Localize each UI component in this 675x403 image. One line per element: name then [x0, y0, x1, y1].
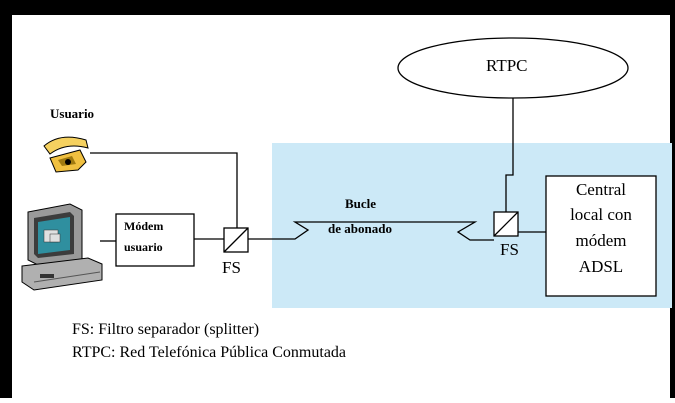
central-line4: ADSL	[578, 257, 624, 276]
rtpc-label: RTPC	[486, 56, 528, 75]
bucle-label-line2: de abonado	[328, 221, 392, 236]
legend-fs: FS: Filtro separador (splitter)	[72, 321, 260, 338]
central-box	[545, 175, 657, 297]
modem-usuario-box	[115, 213, 195, 267]
modem-usuario-line1: Módem	[124, 219, 164, 233]
usuario-label: Usuario	[50, 106, 95, 121]
phone-line	[90, 152, 238, 228]
central-line2: local con	[570, 205, 632, 224]
computer-icon	[21, 203, 103, 291]
splitter-left-icon	[223, 227, 249, 253]
rtpc-line	[505, 98, 514, 212]
central-line3: módem	[575, 231, 627, 250]
telephone-icon	[43, 136, 89, 173]
fs-right-label: FS	[500, 240, 519, 259]
modem-usuario-line2: usuario	[124, 240, 163, 254]
bucle-label-line1: Bucle	[345, 196, 377, 211]
splitter-right-icon	[493, 211, 519, 237]
central-line1: Central	[575, 180, 627, 199]
bucle-line	[248, 221, 440, 240]
legend-rtpc: RTPC: Red Telefónica Pública Conmutada	[72, 344, 347, 361]
fs-left-label: FS	[222, 258, 241, 277]
